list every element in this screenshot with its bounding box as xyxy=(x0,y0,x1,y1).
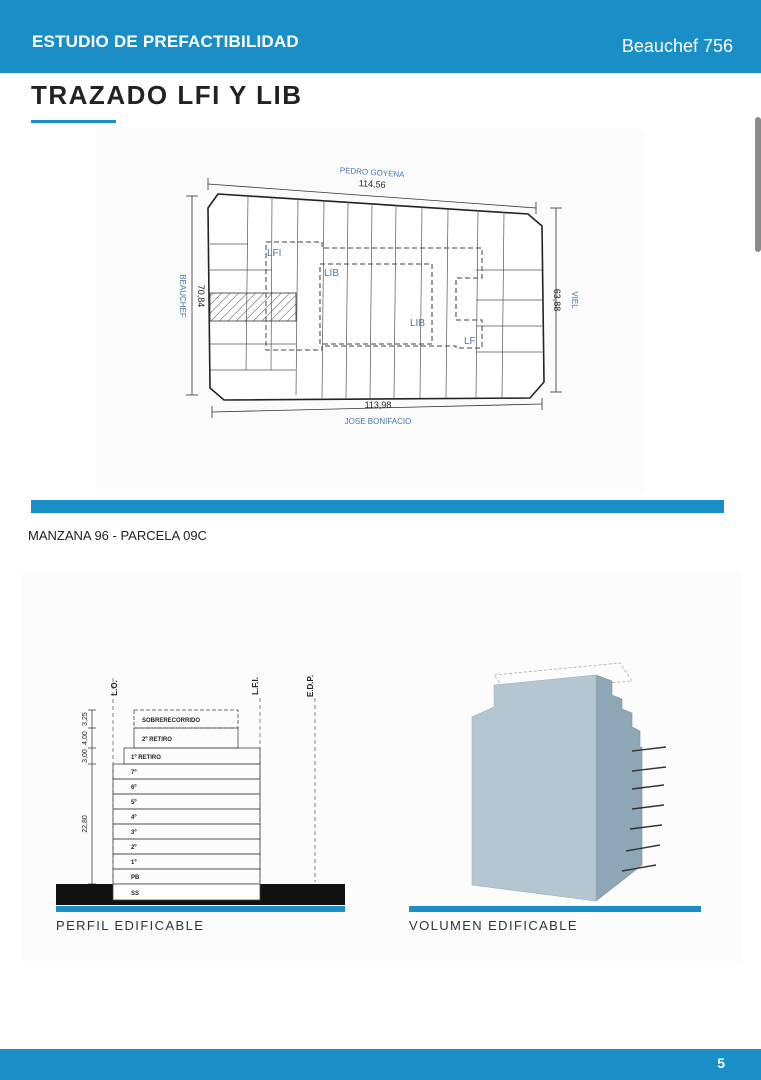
scrollbar-thumb[interactable] xyxy=(755,117,761,252)
level-1: 1º xyxy=(131,860,137,866)
header-bar: ESTUDIO DE PREFACTIBILIDAD Beauchef 756 xyxy=(0,0,761,73)
title-underline xyxy=(31,120,116,123)
dim-bottom: 113,98 xyxy=(365,400,392,410)
volume-caption: VOLUMEN EDIFICABLE xyxy=(409,918,578,933)
dim-right: 63,88 xyxy=(552,289,562,312)
subject-parcel xyxy=(209,292,297,322)
page-number: 5 xyxy=(717,1055,725,1071)
section-divider xyxy=(31,500,724,513)
level-sobrerecorrido: SOBRERECORRIDO xyxy=(142,718,200,724)
header-title: ESTUDIO DE PREFACTIBILIDAD xyxy=(32,32,299,51)
dim-top: 114,56 xyxy=(358,178,385,190)
footer-bar: 5 xyxy=(0,1049,761,1080)
dim-left: 70,84 xyxy=(196,285,206,308)
line-lfi-label: L.F.I. xyxy=(251,677,260,695)
page-title: TRAZADO LFI Y LIB xyxy=(31,80,303,110)
level-1-retiro: 1º RETIRO xyxy=(131,755,161,761)
level-7: 7º xyxy=(131,770,137,776)
dim-2280: 22,80 xyxy=(82,815,89,833)
volume-bar xyxy=(409,906,701,912)
label-lf: LF xyxy=(464,336,476,347)
level-ss: SS xyxy=(131,891,139,897)
profile-drawing: L.O. L.F.I. E.D.P. 3,25 4,00 3,00 22,80 … xyxy=(56,675,345,905)
line-lo-label: L.O. xyxy=(110,680,119,696)
street-right: VIEL xyxy=(570,291,579,309)
level-2-retiro: 2º RETIRO xyxy=(142,737,172,743)
street-top: PEDRO GOYENA xyxy=(339,166,405,180)
level-3: 3º xyxy=(131,830,137,836)
level-4: 4º xyxy=(131,815,137,821)
parcel-label: MANZANA 96 - PARCELA 09C xyxy=(28,528,207,543)
street-left: BEAUCHEF xyxy=(178,274,187,318)
line-edp-label: E.D.P. xyxy=(306,675,315,697)
header-address: Beauchef 756 xyxy=(621,36,733,56)
dim-300: 3,00 xyxy=(82,749,89,763)
level-2: 2º xyxy=(131,845,137,851)
profile-bar xyxy=(56,906,345,912)
level-5: 5º xyxy=(131,800,137,806)
basement xyxy=(112,883,261,901)
profile-caption: PERFIL EDIFICABLE xyxy=(56,918,205,933)
label-lfi: LFI xyxy=(267,248,281,259)
block-plan-drawing: LFI LIB LIB LF PEDRO GOYENA JOSE BONIFAC… xyxy=(178,166,579,426)
label-lib-2: LIB xyxy=(410,318,425,329)
level-6: 6º xyxy=(131,785,137,791)
dim-400: 4,00 xyxy=(82,731,89,745)
dim-325: 3,25 xyxy=(82,712,89,726)
volume-drawing xyxy=(471,662,667,902)
street-bottom: JOSE BONIFACIO xyxy=(345,417,412,426)
label-lib-1: LIB xyxy=(324,268,339,279)
block-plan: LFI LIB LIB LF PEDRO GOYENA JOSE BONIFAC… xyxy=(96,130,644,490)
level-pb: PB xyxy=(131,875,140,881)
